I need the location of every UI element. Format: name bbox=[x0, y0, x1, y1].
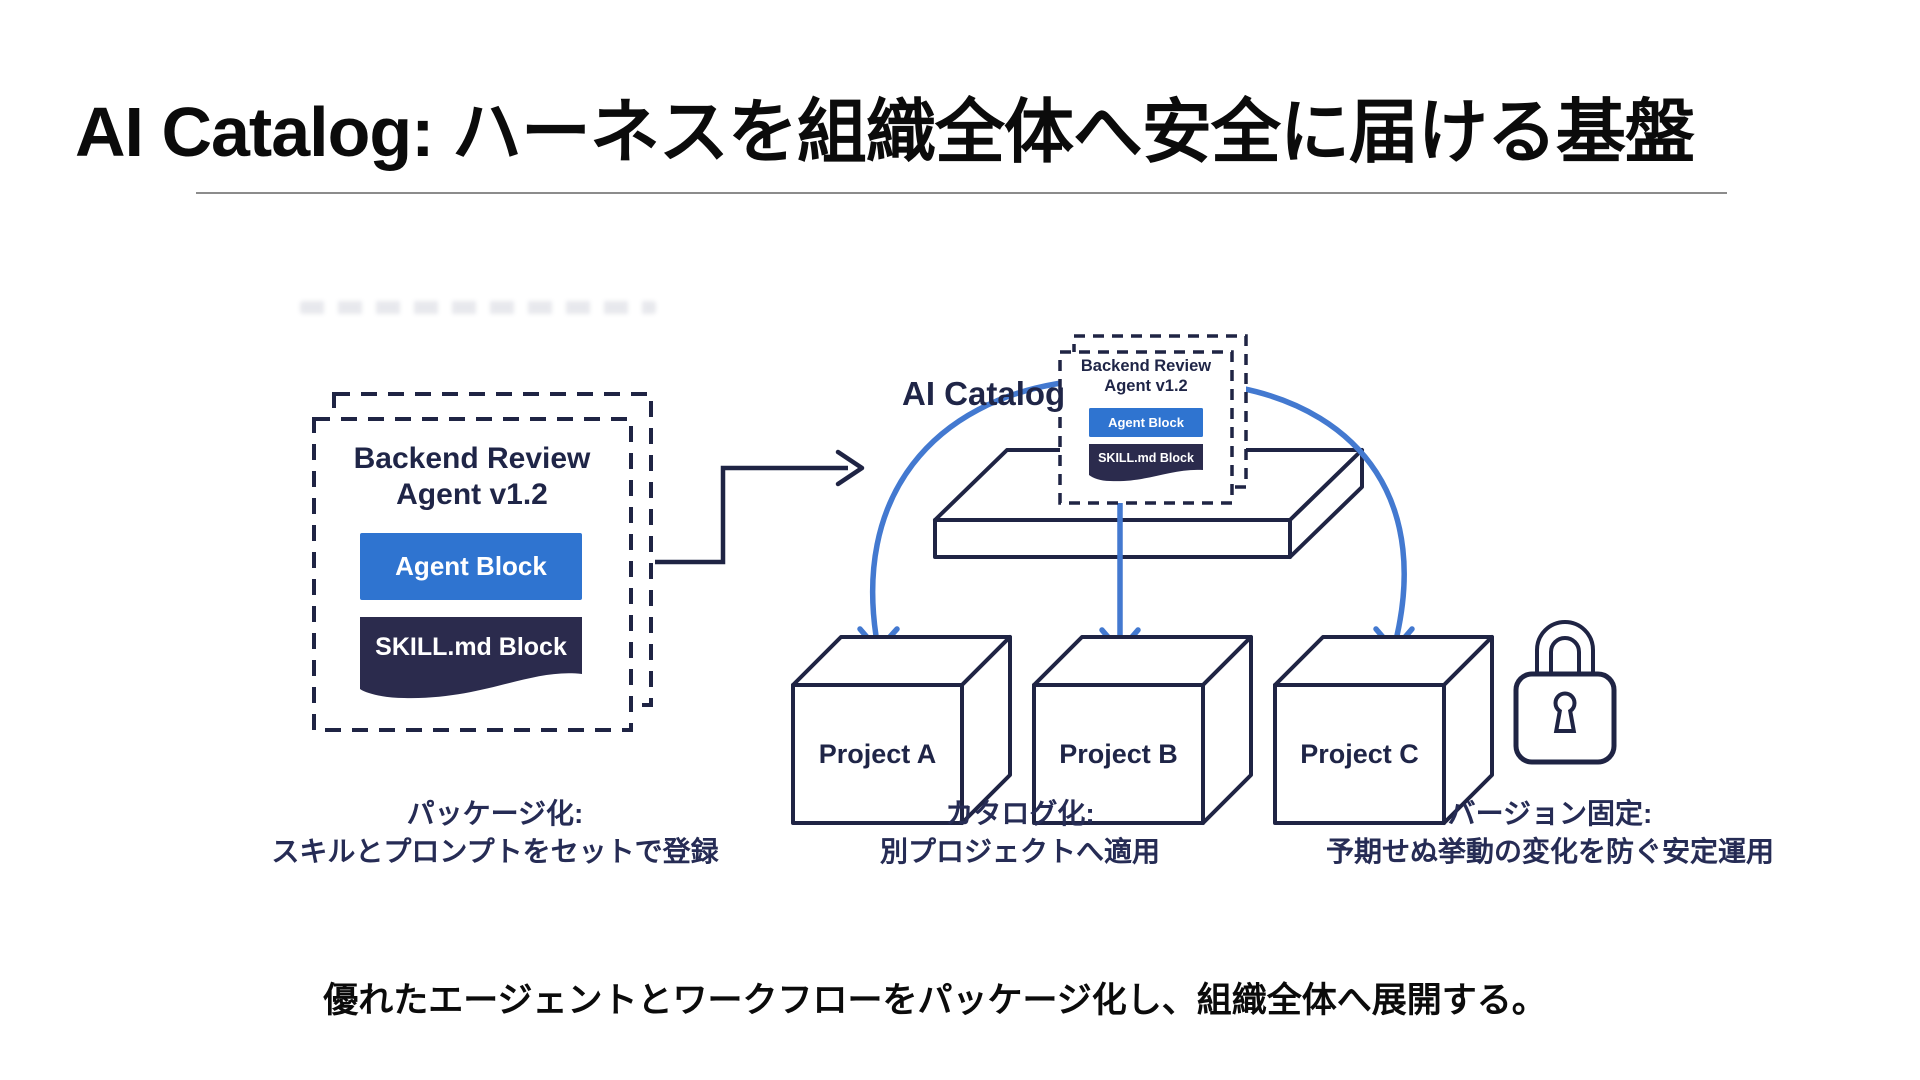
padlock-shackle-inner bbox=[1549, 636, 1581, 676]
card-name-line1: Backend Review bbox=[1080, 357, 1212, 375]
padlock-keyhole bbox=[1553, 691, 1577, 733]
card-name-line2: Agent v1.2 bbox=[1104, 377, 1188, 395]
card-agent-block-shape bbox=[1089, 408, 1203, 437]
agent-block-shape bbox=[360, 533, 582, 600]
card-skill-block-label: SKILL.md Block bbox=[1098, 451, 1194, 465]
package-name-line2: Agent v1.2 bbox=[396, 478, 548, 511]
package-name: Backend Review Agent v1.2 bbox=[354, 441, 591, 513]
caption-packaging-title: パッケージ化: bbox=[406, 798, 584, 829]
agent-block-label: Agent Block bbox=[395, 551, 547, 581]
deploy-arrow-c bbox=[1237, 385, 1407, 651]
project-c-label: Project C bbox=[1300, 738, 1419, 769]
caption-cataloging-title: カタログ化: bbox=[945, 798, 1095, 829]
caption-cataloging-subtitle: 別プロジェクトへ適用 bbox=[879, 836, 1161, 867]
platform-front bbox=[933, 518, 1292, 559]
project-a-box bbox=[791, 635, 1012, 825]
caption-packaging-subtitle: スキルとプロンプトをセットで登録 bbox=[271, 836, 719, 867]
summary-text: 優れたエージェントとワークフローをパッケージ化し、組織全体へ展開する。 bbox=[323, 981, 1547, 1020]
caption-packaging: パッケージ化: スキルとプロンプトをセットで登録 bbox=[271, 795, 718, 871]
package-name-line1: Backend Review bbox=[353, 442, 591, 475]
flow-arrow bbox=[655, 465, 848, 565]
caption-versioning-title: バージョン固定: bbox=[1447, 798, 1653, 829]
card-name: Backend Review Agent v1.2 bbox=[1081, 356, 1211, 396]
project-b-label: Project B bbox=[1059, 738, 1178, 769]
project-a-label: Project A bbox=[818, 738, 937, 769]
caption-versioning-subtitle: 予期せぬ挙動の変化を防ぐ安定運用 bbox=[1325, 836, 1775, 867]
caption-cataloging: カタログ化: 別プロジェクトへ適用 bbox=[880, 795, 1160, 871]
skill-block-shape bbox=[360, 617, 582, 699]
project-c-box bbox=[1273, 635, 1494, 825]
title-divider bbox=[196, 192, 1727, 194]
project-b-box bbox=[1032, 635, 1253, 825]
flow-arrow-head bbox=[835, 449, 865, 487]
ghost-text-artifact bbox=[300, 301, 656, 314]
skill-block-label: SKILL.md Block bbox=[375, 632, 567, 661]
padlock-icon bbox=[1513, 620, 1617, 765]
page-title: AI Catalog: ハーネスを組織全体へ安全に届ける基盤 bbox=[75, 93, 1695, 171]
deploy-arrow-a bbox=[869, 379, 1071, 651]
card-agent-block-label: Agent Block bbox=[1108, 415, 1184, 430]
caption-versioning: バージョン固定: 予期せぬ挙動の変化を防ぐ安定運用 bbox=[1326, 795, 1774, 871]
card-skill-block-shape bbox=[1089, 444, 1203, 482]
catalog-label: AI Catalog bbox=[902, 375, 1066, 412]
